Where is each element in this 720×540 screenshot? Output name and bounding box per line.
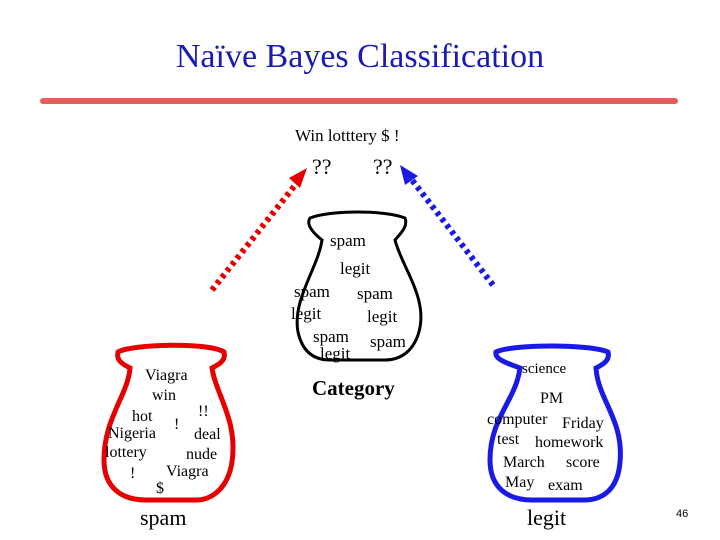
title-underline bbox=[40, 98, 678, 104]
spam-label: spam bbox=[140, 505, 187, 530]
spam-word: win bbox=[152, 387, 176, 404]
category-word: spam bbox=[294, 282, 330, 301]
legit-word: science bbox=[522, 361, 567, 377]
category-vase-icon bbox=[295, 210, 423, 362]
legit-word: Friday bbox=[562, 415, 604, 432]
spam-word: Viagra bbox=[145, 367, 188, 384]
spam-word: ! bbox=[174, 416, 180, 433]
category-word: spam bbox=[357, 284, 393, 303]
category-word: legit bbox=[291, 304, 322, 323]
slide-title: Naïve Bayes Classification bbox=[175, 38, 545, 75]
query-text: Win lotttery $ ! bbox=[295, 126, 400, 145]
category-word: legit bbox=[320, 344, 351, 363]
legit-word: May bbox=[505, 474, 535, 491]
legit-word: score bbox=[566, 454, 600, 471]
spam-word: !! bbox=[198, 403, 209, 420]
spam-vase-icon bbox=[101, 342, 236, 503]
legit-word: March bbox=[503, 454, 545, 471]
spam-word: $ bbox=[156, 480, 164, 497]
legit-word: exam bbox=[548, 477, 583, 494]
spam-word: hot bbox=[132, 408, 153, 425]
category-word: spam bbox=[330, 231, 366, 250]
unknown-right: ?? bbox=[373, 154, 393, 179]
category-word: legit bbox=[340, 259, 371, 278]
spam-word: Nigeria bbox=[108, 425, 156, 442]
category-word: spam bbox=[370, 332, 406, 351]
spam-word: deal bbox=[194, 426, 221, 443]
category-word: spam bbox=[313, 327, 349, 346]
spam-word: Viagra bbox=[166, 463, 209, 480]
category-word: legit bbox=[367, 307, 398, 326]
spam-word: lottery bbox=[105, 444, 147, 461]
category-label: Category bbox=[312, 376, 395, 400]
legit-word: computer bbox=[487, 411, 548, 428]
spam-word: ! bbox=[130, 465, 136, 482]
legit-word: test bbox=[497, 431, 520, 448]
dashed-arrow-blue-icon bbox=[400, 165, 496, 287]
legit-vase-icon bbox=[487, 343, 623, 503]
dashed-arrow-red-icon bbox=[209, 168, 307, 292]
spam-word: nude bbox=[186, 446, 218, 463]
legit-word: PM bbox=[540, 390, 564, 407]
page-number: 46 bbox=[676, 508, 689, 520]
legit-label: legit bbox=[527, 505, 567, 530]
legit-word: homework bbox=[535, 434, 604, 451]
unknown-left: ?? bbox=[312, 154, 332, 179]
